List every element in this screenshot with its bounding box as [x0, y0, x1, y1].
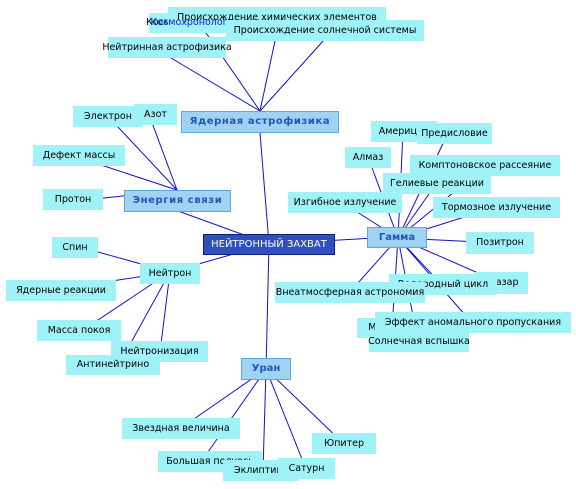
branch-nuclear-astrophysics[interactable]: Ядерная астрофизика — [181, 111, 339, 133]
leaf-curvature-radiation[interactable]: Изгибное излучение — [288, 192, 402, 213]
connector-line — [94, 162, 178, 191]
connector-line — [259, 39, 325, 112]
leaf-nitrogen[interactable]: Азот — [134, 104, 177, 125]
leaf-rest-mass[interactable]: Масса покоя — [37, 320, 121, 341]
connector-line — [265, 368, 307, 470]
root-node[interactable]: НЕЙТРОННЫЙ ЗАХВАТ — [203, 234, 335, 255]
leaf-electron[interactable]: Электрон — [73, 106, 143, 127]
leaf-bremsstrahlung[interactable]: Тормозное излучение — [433, 197, 560, 218]
leaf-origin-solar-system[interactable]: Происхождение солнечной системы — [226, 20, 424, 41]
leaf-compton-scattering[interactable]: Комптоновское рассеяние — [410, 155, 560, 176]
leaf-stellar-magnitude[interactable]: Звездная величина — [122, 418, 240, 439]
leaf-saturn[interactable]: Сатурн — [278, 458, 335, 479]
leaf-proton[interactable]: Протон — [43, 189, 103, 210]
leaf-spin[interactable]: Спин — [52, 237, 98, 258]
connector-line — [150, 119, 178, 191]
leaf-cosmochronology-overlay: Космохронология ядерная — [150, 16, 285, 28]
leaf-anomalous-transmission[interactable]: Эффект аномального пропускания — [375, 312, 571, 333]
leaf-nuclear-reactions[interactable]: Ядерные реакции — [6, 280, 116, 301]
leaf-diamond[interactable]: Алмаз — [345, 147, 391, 168]
branch-binding-energy[interactable]: Энергия связи — [124, 190, 231, 212]
connector-line — [265, 243, 270, 371]
connector-line — [265, 368, 345, 445]
leaf-mass-defect[interactable]: Дефект массы — [33, 145, 125, 166]
branch-uranium[interactable]: Уран — [241, 358, 291, 380]
leaf-preface[interactable]: Предисловие — [417, 123, 492, 144]
leaf-helium-reactions[interactable]: Гелиевые реакции — [383, 173, 491, 194]
leaf-solar-flare[interactable]: Солнечная вспышка — [368, 331, 470, 352]
connector-line — [200, 368, 267, 463]
leaf-extra-atmospheric-astronomy[interactable]: Внеатмосферная астрономия — [275, 282, 425, 303]
leaf-positron[interactable]: Позитрон — [466, 232, 534, 254]
connector-line — [259, 132, 270, 245]
leaf-neutrino-astrophysics[interactable]: Нейтринная астрофизика — [102, 37, 232, 58]
connector-line — [116, 125, 178, 191]
leaf-jupiter[interactable]: Юпитер — [312, 433, 376, 454]
node-neutron[interactable]: Нейтрон — [140, 263, 200, 284]
connector-line — [159, 271, 171, 353]
connector-line — [165, 54, 261, 112]
branch-gamma[interactable]: Гамма — [367, 227, 427, 248]
connector-line — [259, 26, 279, 112]
leaf-antineutrino[interactable]: Антинейтрино — [66, 355, 160, 375]
connector-line — [262, 368, 267, 472]
